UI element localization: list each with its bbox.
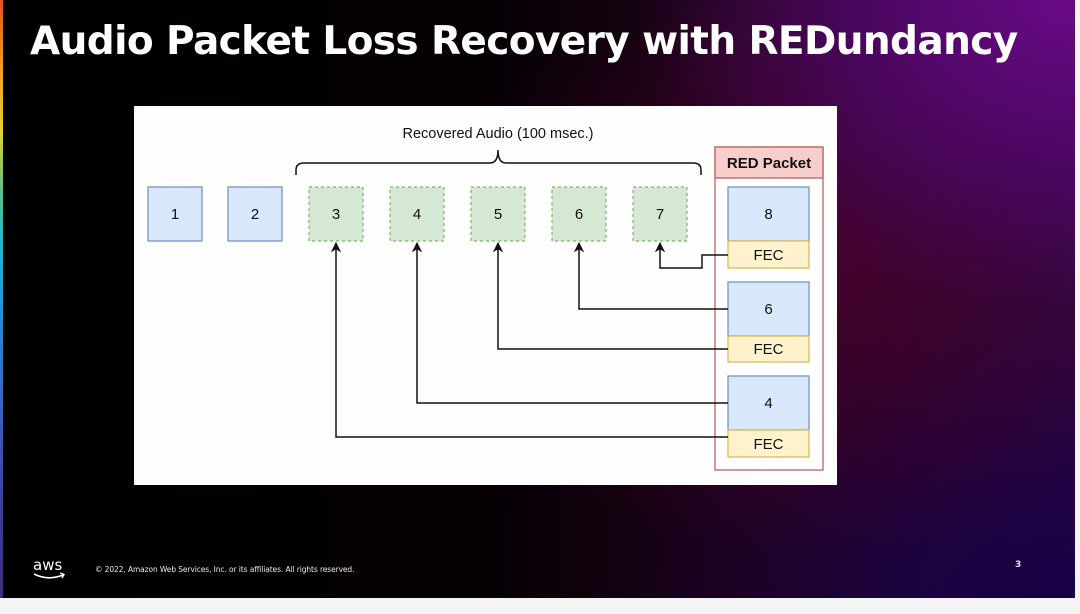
red-packet-title: RED Packet [727,155,811,172]
fec-block [727,240,810,269]
fec-block [727,335,810,363]
svg-text:6: 6 [575,206,583,223]
svg-text:3: 3 [332,206,340,223]
accent-bar [0,0,3,598]
recovered-packet: 7 [632,186,688,242]
connector-4-to-4 [411,241,728,404]
svg-text:FEC: FEC [754,436,784,453]
svg-text:FEC: FEC [754,341,784,358]
red-block: 6 FEC [727,281,810,363]
svg-text:7: 7 [656,206,664,223]
red-block: 4 FEC [727,375,810,458]
svg-text:2: 2 [251,206,259,223]
svg-text:5: 5 [494,206,502,223]
svg-text:8: 8 [764,206,772,223]
recovered-audio-bracket [295,149,702,175]
recovered-packet: 6 [551,186,607,242]
svg-text:4: 4 [764,395,772,412]
page-number: 3 [1015,560,1022,570]
slide: Audio Packet Loss Recovery with REDundan… [0,0,1075,598]
svg-text:FEC: FEC [754,247,784,264]
recovered-audio-label: Recovered Audio (100 msec.) [402,126,593,142]
connector-fec6-to-5 [492,241,728,350]
received-packet: 2 [227,186,283,242]
footer-copyright: © 2022, Amazon Web Services, Inc. or its… [95,565,355,574]
connector-6-to-6 [573,241,728,310]
aws-smile-icon [33,573,64,579]
diagram-panel: Recovered Audio (100 msec.) 1 2 3 4 [134,106,837,485]
recovered-packet: 5 [470,186,526,242]
aws-logo: aws [33,556,66,579]
red-packet-header [714,146,824,179]
slide-title: Audio Packet Loss Recovery with REDundan… [30,19,1018,64]
svg-text:4: 4 [413,206,421,223]
red-block: 8 FEC [727,186,810,269]
connector-fec4-to-3 [330,241,728,438]
aws-logo-text: aws [33,556,62,574]
received-packet: 1 [147,186,203,242]
svg-text:1: 1 [171,206,179,223]
fec-block [727,429,810,458]
recovered-packet: 3 [308,186,364,242]
recovered-packet: 4 [389,186,445,242]
svg-text:6: 6 [764,301,772,318]
connector-fec8-to-7 [654,241,728,269]
red-diagram: Recovered Audio (100 msec.) 1 2 3 4 [147,126,824,471]
